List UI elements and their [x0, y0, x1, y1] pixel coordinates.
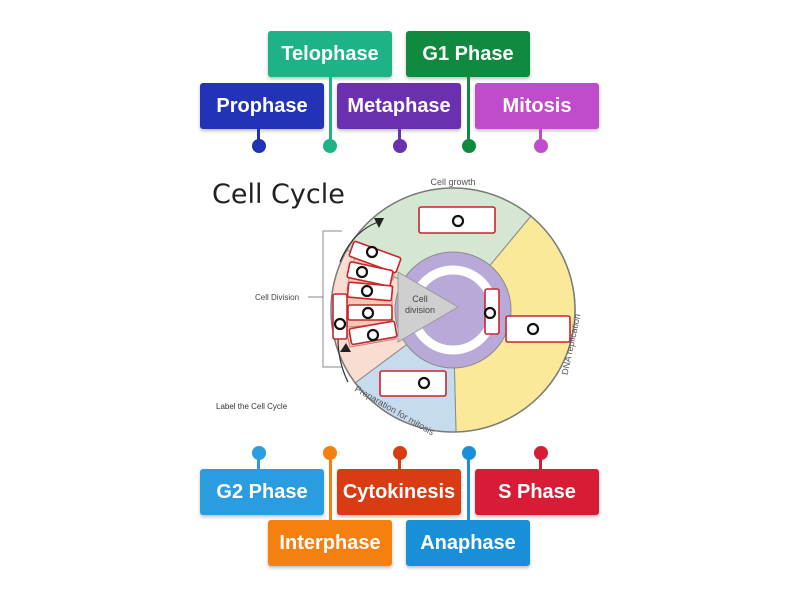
division-sector: [330, 249, 454, 384]
center-label-line2: division: [405, 305, 435, 315]
label-metaphase[interactable]: Metaphase: [337, 83, 461, 129]
caption: Label the Cell Cycle: [216, 402, 288, 411]
diagram-title: Cell Cycle: [212, 179, 345, 210]
mitosis-pin: [534, 139, 548, 153]
growth-sector: [346, 187, 532, 311]
g2-phase-pin: [252, 446, 266, 460]
target-telophase[interactable]: [333, 317, 347, 331]
label-anaphase[interactable]: Anaphase: [406, 520, 530, 566]
target-prophase[interactable]: [361, 306, 375, 320]
s-phase-stem: [539, 456, 542, 470]
metaphase-pin: [393, 139, 407, 153]
drop-box-metaphase[interactable]: [346, 261, 394, 287]
label-g2-phase[interactable]: G2 Phase: [200, 469, 324, 515]
circle-arrow-icon: [408, 265, 498, 355]
inner-ring: [394, 251, 512, 369]
target-anaphase[interactable]: [365, 245, 379, 259]
cell-growth-label: Cell growth: [430, 177, 475, 187]
dna-sector: [452, 215, 576, 433]
label-telophase[interactable]: Telophase: [268, 31, 392, 77]
target-mitosis[interactable]: [366, 328, 380, 342]
return-arrow: [337, 337, 349, 383]
telophase-stem: [329, 77, 332, 141]
g1-phase-pin: [462, 139, 476, 153]
dna-replication-label: DNA replication: [560, 313, 583, 376]
cell-division-side-label: Cell Division: [255, 293, 299, 302]
prophase-pin: [252, 139, 266, 153]
mitosis-stem: [539, 129, 542, 141]
drop-box-g1[interactable]: [418, 206, 496, 234]
division-bracket: [308, 230, 342, 368]
target-metaphase[interactable]: [355, 265, 369, 279]
interphase-pin: [323, 446, 337, 460]
drop-box-prophase[interactable]: [347, 304, 393, 321]
anaphase-pin: [462, 446, 476, 460]
growth-arrow: [339, 221, 379, 263]
interphase-stem: [329, 456, 332, 522]
target-g1[interactable]: [451, 214, 465, 228]
telophase-pin: [323, 139, 337, 153]
preparation-label: Preparation for mitosis: [353, 384, 436, 438]
target-cytokinesis[interactable]: [483, 306, 497, 320]
center-label-line1: Cell: [412, 294, 428, 304]
prep-sector: [354, 309, 457, 433]
drop-box-anaphase[interactable]: [348, 240, 402, 274]
anaphase-stem: [467, 456, 470, 522]
prophase-stem: [257, 129, 260, 141]
drop-box-mitosis[interactable]: [348, 320, 398, 346]
drop-box-cytokinesis[interactable]: [484, 288, 500, 335]
metaphase-stem: [398, 129, 401, 141]
target-s[interactable]: [526, 322, 540, 336]
drop-box-prometaphase[interactable]: [346, 281, 394, 302]
target-g2[interactable]: [417, 376, 431, 390]
cytokinesis-stem: [398, 456, 401, 470]
g1-phase-stem: [467, 77, 470, 141]
s-phase-pin: [534, 446, 548, 460]
label-prophase[interactable]: Prophase: [200, 83, 324, 129]
drop-box-g2[interactable]: [379, 370, 447, 397]
label-cytokinesis[interactable]: Cytokinesis: [337, 469, 461, 515]
mitosis-stripes: [344, 255, 397, 348]
target-prometaphase[interactable]: [360, 284, 374, 298]
label-s-phase[interactable]: S Phase: [475, 469, 599, 515]
arrow-head-icon: [374, 218, 384, 228]
drop-box-telophase[interactable]: [332, 293, 348, 340]
label-interphase[interactable]: Interphase: [268, 520, 392, 566]
drop-box-s[interactable]: [505, 315, 571, 343]
label-g1-phase[interactable]: G1 Phase: [406, 31, 530, 77]
division-triangle: [397, 271, 459, 343]
cytokinesis-pin: [393, 446, 407, 460]
label-mitosis[interactable]: Mitosis: [475, 83, 599, 129]
g2-phase-stem: [257, 456, 260, 470]
